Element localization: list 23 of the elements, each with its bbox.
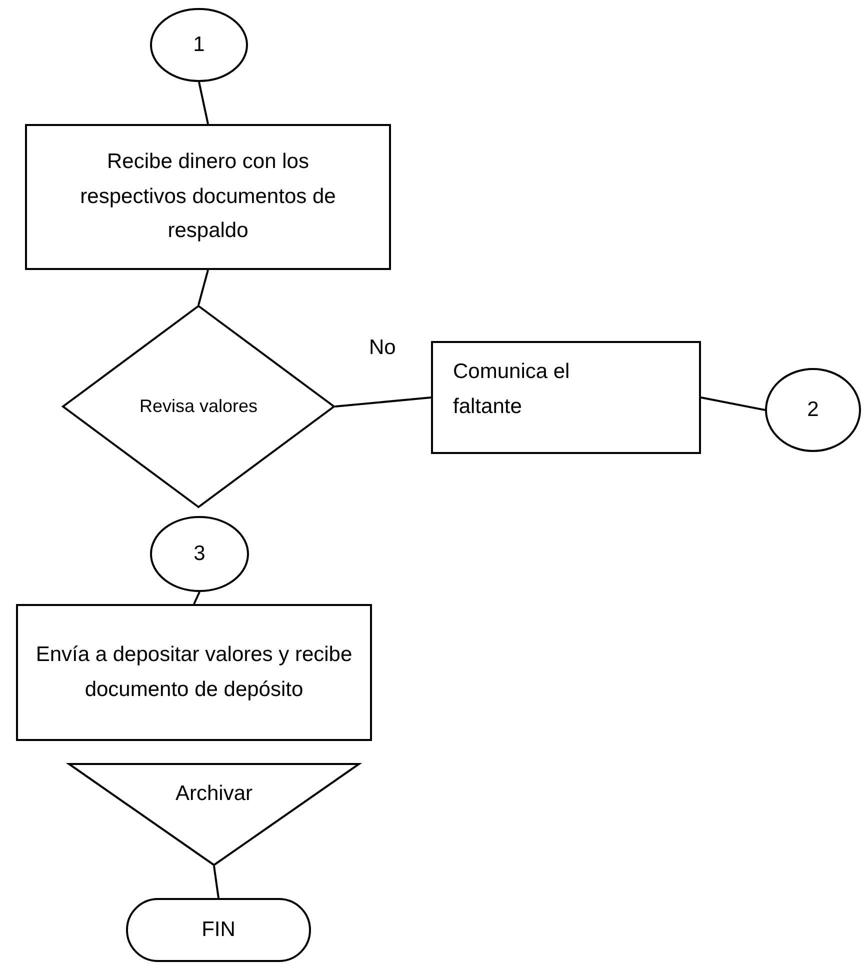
connector-line	[198, 270, 209, 306]
node-text: FIN	[202, 916, 236, 943]
process-box	[431, 341, 701, 454]
connector-circle	[150, 516, 249, 592]
node-text: Recibe dinero con los respectivos documentos de respaldo	[79, 149, 337, 244]
node-text: Envía a depositar valores y recibe documento de depósito	[34, 642, 354, 702]
connector-line	[213, 866, 220, 898]
archive-triangle	[68, 763, 360, 866]
connector-circle	[765, 368, 861, 452]
connector-line	[334, 396, 432, 408]
process-box	[25, 124, 391, 270]
node-text: 3	[194, 540, 206, 567]
process-box	[16, 604, 372, 741]
node-text: 1	[193, 32, 205, 58]
connector-line	[198, 82, 209, 124]
decision-diamond	[62, 305, 335, 508]
connector-line	[193, 592, 200, 604]
node-text: Archivar	[175, 781, 253, 807]
node-text: Comunica el faltante	[453, 359, 571, 420]
node-text: 2	[807, 396, 819, 423]
node-text: Revisa valores	[139, 394, 258, 418]
connector-circle	[150, 8, 248, 82]
connector-line	[700, 396, 766, 411]
